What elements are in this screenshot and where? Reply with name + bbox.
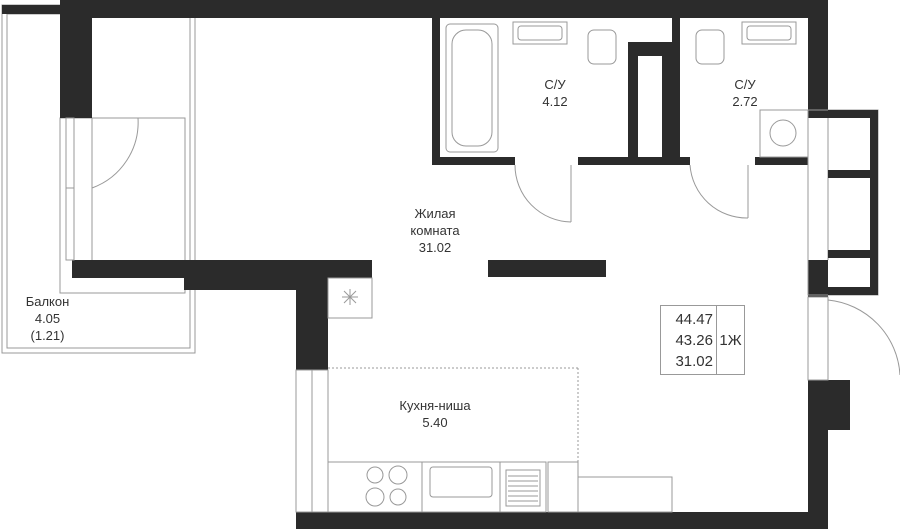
kitchen-sink: [429, 466, 493, 498]
windows: [65, 109, 900, 513]
room-name: Кухня-ниша: [399, 398, 471, 413]
room-label-kitchen: Кухня-ниша 5.40: [380, 397, 490, 431]
room-area: 31.02: [418, 240, 452, 255]
room-name: Балкон: [25, 294, 70, 309]
room-label-balcony: Балкон 4.05 (1.21): [10, 293, 85, 344]
room-name: комната: [410, 223, 460, 238]
walls: [2, 0, 850, 529]
toilet-2: [695, 29, 725, 65]
shaft: [638, 56, 662, 157]
total-area: 44.47: [675, 311, 713, 328]
room-name: С/У: [544, 77, 566, 92]
room-name: С/У: [734, 77, 756, 92]
room-label-living: Жилая комната 31.02: [390, 205, 480, 256]
room-area-reduced: (1.21): [30, 328, 65, 343]
ventilation: [327, 277, 373, 319]
room-label-bathroom-1: С/У 4.12: [525, 76, 585, 110]
room-area: 4.12: [542, 94, 568, 109]
area-summary: 44.47 43.26 31.02 1Ж: [660, 305, 745, 375]
room-area: 4.05: [34, 311, 61, 326]
reduced-area: 43.26: [675, 332, 713, 349]
washing-machine: [759, 109, 809, 158]
living-area: 31.02: [675, 353, 713, 370]
sink-2: [741, 21, 797, 45]
doors: [514, 164, 749, 223]
window-frames: [828, 110, 878, 295]
room-area: 5.40: [422, 415, 448, 430]
toilet-1: [587, 29, 617, 65]
bathtub: [445, 23, 499, 153]
dishwasher-lines: [508, 475, 538, 502]
fixtures: [327, 21, 809, 513]
sink-1: [512, 21, 568, 45]
room-name: Жилая: [414, 206, 456, 221]
apartment-type: 1Ж: [719, 331, 742, 349]
kitchen-counter: [327, 461, 547, 513]
room-label-bathroom-2: С/У 2.72: [715, 76, 775, 110]
room-area: 2.72: [732, 94, 758, 109]
ventilation-icon: [342, 289, 358, 305]
